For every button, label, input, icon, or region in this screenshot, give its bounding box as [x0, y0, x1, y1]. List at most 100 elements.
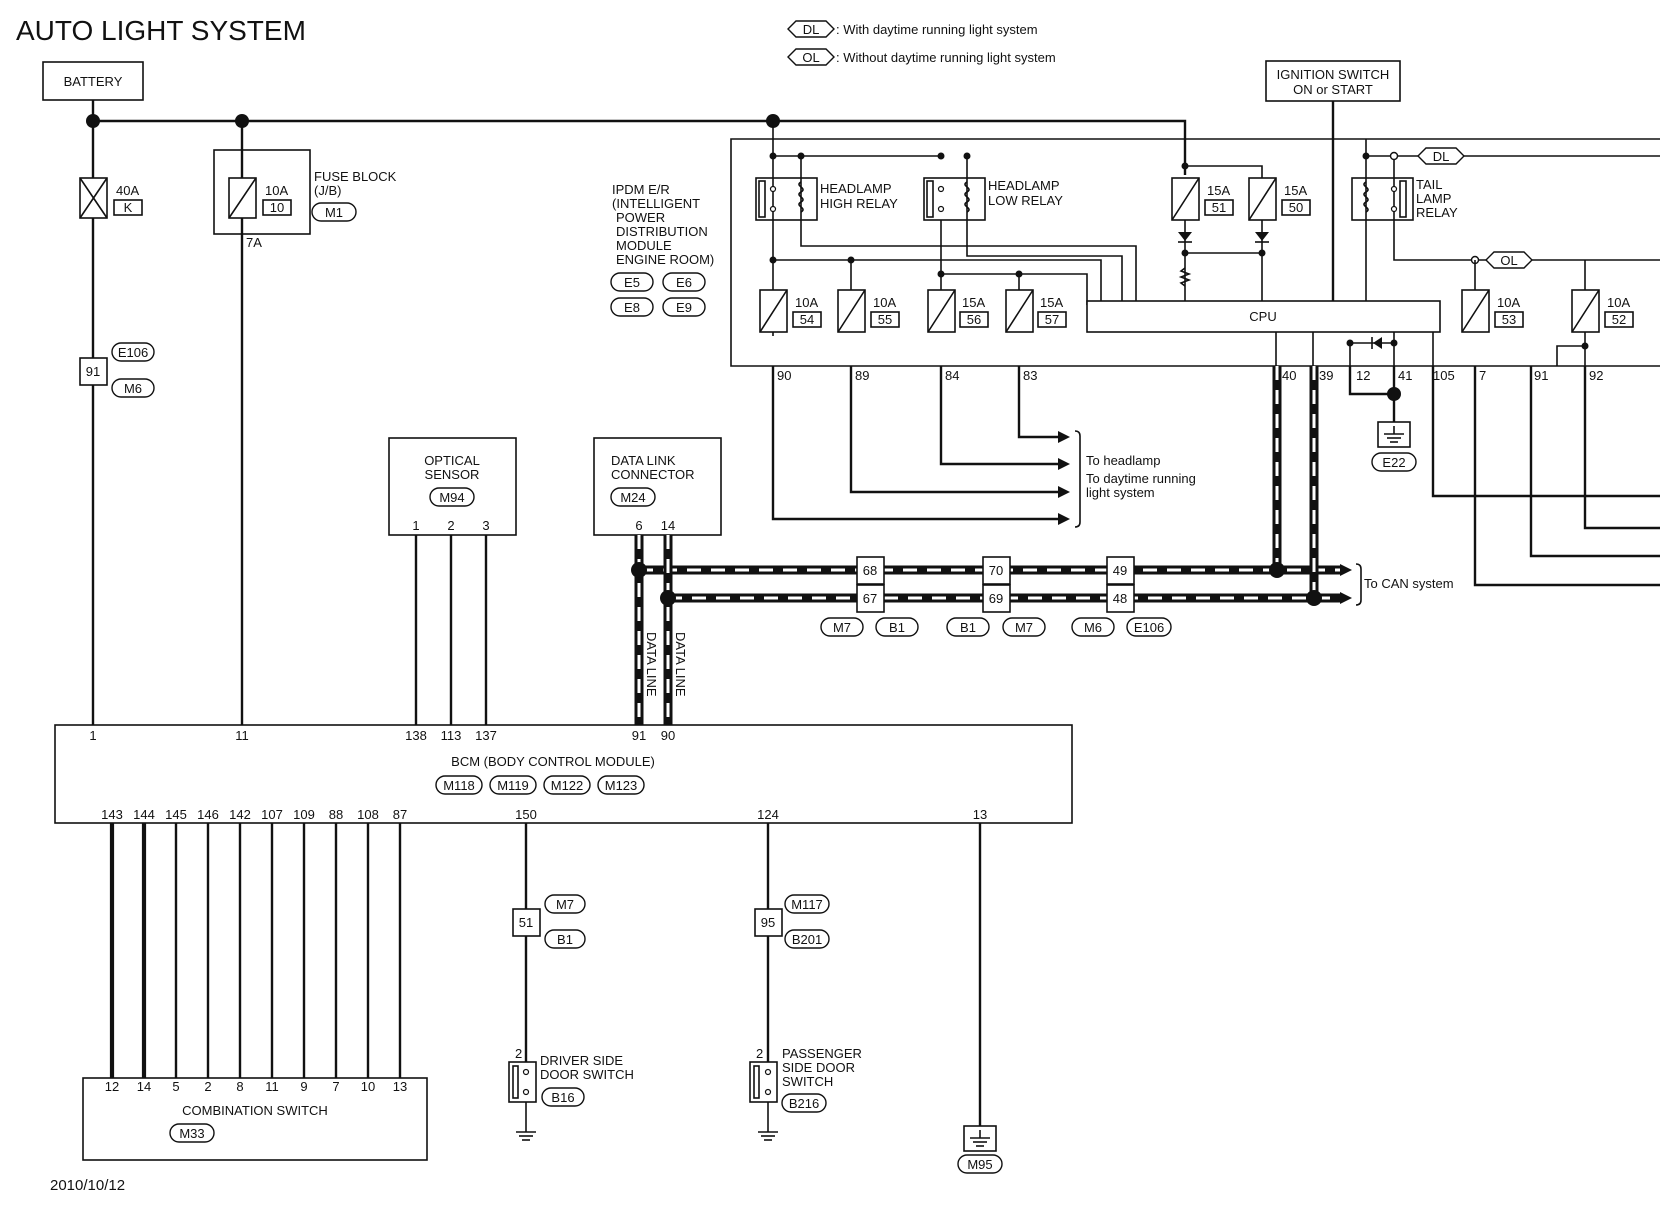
driver-door-switch: 2 DRIVER SIDE DOOR SWITCH B16 [508, 1046, 634, 1141]
combination-switch-pin: 7 [332, 1079, 339, 1094]
ipdm-pin: 89 [855, 368, 869, 383]
passenger-joint-pin: 95 [761, 915, 775, 930]
battery-joint-conn-bottom: M6 [124, 381, 142, 396]
can-joint-conn: B1 [960, 620, 976, 635]
ipdm-dl-tag: DL [1417, 147, 1465, 165]
fuse-block-tap: 7A [246, 235, 262, 250]
ipdm-housing [730, 138, 1660, 367]
hi-relay-label: HEADLAMP [820, 181, 892, 196]
can-joint-conn: B1 [889, 620, 905, 635]
fuse-40a-id: K [124, 200, 133, 215]
ipdm-label: IPDM E/R (INTELLIGENT POWER DISTRIBUTION… [610, 182, 714, 317]
bcm-top-pin: 11 [235, 728, 249, 743]
can-high-line [634, 366, 1340, 725]
bcm-top-pin: 90 [661, 728, 675, 743]
ipdm-line: MODULE [616, 238, 672, 253]
fuse-51-id: 51 [1212, 200, 1226, 215]
dlc-line1: DATA LINK [611, 453, 676, 468]
headlamp-wire-89 [849, 366, 1060, 494]
ipdm-dl-label: DL [1433, 149, 1450, 164]
fuse-55-id: 55 [878, 312, 892, 327]
ipdm-pin: 39 [1319, 368, 1333, 383]
fuse-50-rating: 15A [1284, 183, 1307, 198]
data-line-label: DATA LINE [644, 632, 659, 697]
open-terminal [1389, 151, 1399, 161]
bcm-bottom-pin: 124 [757, 807, 779, 822]
driver-joint-connector: 51 M7 B1 [512, 894, 586, 949]
bcm-bottom-pin: 87 [393, 807, 407, 822]
passenger-switch-line2: SIDE DOOR [782, 1060, 855, 1075]
fuse-52-rating: 10A [1607, 295, 1630, 310]
fuse52-branch [1556, 345, 1585, 366]
can-joint-pin: 68 [863, 563, 877, 578]
combination-switch-pin: 8 [236, 1079, 243, 1094]
can-joint-1: 68 67 M7 B1 [820, 556, 919, 637]
optical-sensor-pin: 2 [447, 518, 454, 533]
headlamp-wire-90 [771, 366, 1060, 521]
combination-switch-pin: 5 [172, 1079, 179, 1094]
driver-switch-pin: 2 [515, 1046, 522, 1061]
bcm-bottom-pin: 107 [261, 807, 283, 822]
arrow-head [1340, 564, 1352, 576]
legend-ol-text: : Without daytime running light system [836, 50, 1056, 65]
fuse-55: 10A 55 [837, 289, 900, 333]
optical-sensor-pin: 3 [482, 518, 489, 533]
dlc-connector: M24 [620, 490, 645, 505]
ipdm-pin: 41 [1398, 368, 1412, 383]
fuse-block-connector: M1 [325, 205, 343, 220]
fuse-57-rating: 15A [1040, 295, 1063, 310]
fuse-54-id: 54 [800, 312, 814, 327]
combination-switch-pin: 14 [137, 1079, 151, 1094]
legend-dl-tag: DL [803, 22, 820, 37]
ipdm-pin: 84 [945, 368, 959, 383]
can-joint-conn: M6 [1084, 620, 1102, 635]
bcm-top-pin: 91 [632, 728, 646, 743]
passenger-switch-pin: 2 [756, 1046, 763, 1061]
bcm-bottom-pin: 145 [165, 807, 187, 822]
ipdm-connector: E9 [676, 300, 692, 315]
headlamp-low-relay: HEADLAMP LOW RELAY [923, 177, 1063, 221]
can-low-line [663, 366, 1340, 725]
ipdm-pin: 91 [1534, 368, 1548, 383]
junction-dot [660, 590, 676, 606]
optical-sensor-connector: M94 [439, 490, 464, 505]
hi-relay-output-bus [773, 259, 1102, 305]
fuse-50: 15A 50 [1248, 177, 1311, 221]
junction-dot [1346, 339, 1354, 347]
ipdm-connector: E8 [624, 300, 640, 315]
fuse-54: 10A 54 [759, 289, 822, 333]
ipdm-cpu: CPU [1086, 300, 1441, 333]
legend-dl: DL : With daytime running light system [787, 20, 1038, 38]
tail-relay-label: TAIL [1416, 177, 1443, 192]
fuse-55-rating: 10A [873, 295, 896, 310]
ipdm-pin: 7 [1479, 368, 1486, 383]
bcm-bottom-pin: 143 [101, 807, 123, 822]
ipdm-ol-label: OL [1500, 253, 1517, 268]
driver-joint-conn-bottom: B1 [557, 932, 573, 947]
bcm-module: 1 11 138 113 137 91 90 BCM (BODY CONTROL… [54, 724, 1073, 824]
junction-dot [937, 152, 945, 160]
passenger-joint-conn-bottom: B201 [792, 932, 822, 947]
headlamp-wire-84 [939, 366, 1060, 466]
fuse-57-id: 57 [1045, 312, 1059, 327]
bcm-ground-connector: M95 [967, 1157, 992, 1172]
junction-dot [1581, 342, 1589, 350]
passenger-door-switch: 2 PASSENGER SIDE DOOR SWITCH B216 [749, 1046, 862, 1141]
ipdm-connector: E6 [676, 275, 692, 290]
can-joint-2: 70 69 B1 M7 [946, 556, 1046, 637]
bcm-bottom-pin: 109 [293, 807, 315, 822]
combination-switch-pin: 11 [265, 1079, 279, 1094]
ignition-line1: IGNITION SWITCH [1277, 67, 1390, 82]
wire-105 [1431, 366, 1660, 498]
bcm-connector: M123 [605, 778, 638, 793]
diagram-date: 2010/10/12 [50, 1177, 125, 1194]
battery-label: BATTERY [64, 74, 123, 89]
arrow-head [1340, 592, 1352, 604]
combination-switch-pin: 13 [393, 1079, 407, 1094]
lo-relay-label: LOW RELAY [988, 193, 1063, 208]
bcm-bottom-pin: 144 [133, 807, 155, 822]
junction-dot [631, 562, 647, 578]
can-joint-conn: M7 [833, 620, 851, 635]
junction-dot [1269, 562, 1285, 578]
